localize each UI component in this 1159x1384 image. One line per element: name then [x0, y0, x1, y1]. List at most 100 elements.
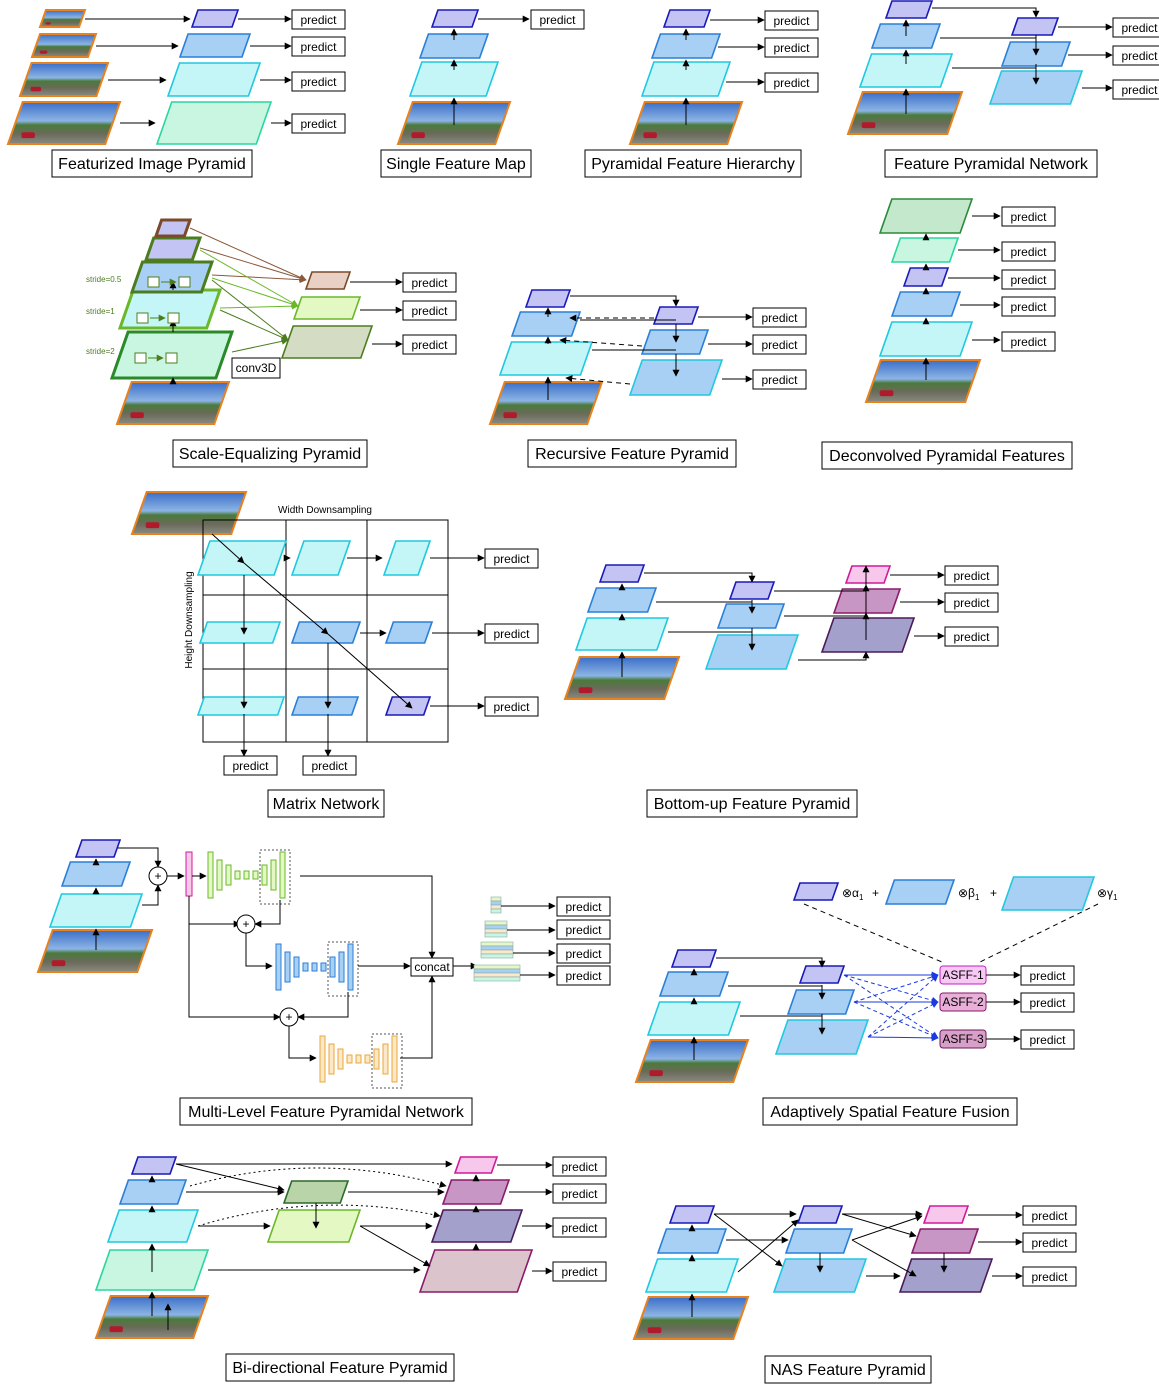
feature-map [190, 9, 240, 28]
feature-map [441, 1179, 511, 1205]
conv3d-box [231, 357, 281, 379]
multi-scale-feature [480, 953, 514, 959]
predict-box [552, 1183, 607, 1204]
feature-map [890, 237, 960, 263]
car-icon [861, 122, 876, 129]
input-image [30, 33, 98, 58]
connection-arrow [118, 847, 162, 868]
predict-box [944, 626, 999, 647]
predict-label: predict [773, 76, 810, 90]
concat-label: concat [414, 960, 450, 974]
predict-label: predict [561, 1160, 598, 1174]
panel-title-box [380, 149, 532, 178]
feature-map [878, 321, 974, 357]
connection-arrow [853, 973, 939, 1003]
feature-map [902, 267, 950, 287]
car-icon [51, 960, 66, 967]
predict-label: predict [561, 1187, 598, 1201]
predict-box [764, 72, 819, 93]
panel-title: Single Feature Map [386, 156, 526, 173]
connection-arrow [189, 1167, 447, 1188]
feature-map [166, 62, 262, 97]
panel-title: Featurized Image Pyramid [58, 156, 246, 173]
predict-label: predict [1010, 245, 1047, 259]
predict-label: predict [411, 338, 448, 352]
tum-layer [311, 962, 318, 972]
panel-title: Scale-Equalizing Pyramid [179, 446, 361, 463]
feature-map [878, 198, 974, 234]
panel-title-box [527, 439, 737, 468]
stride-label: stride=1 [86, 307, 115, 316]
feature-map [796, 1205, 844, 1224]
feature-map [384, 621, 434, 644]
feature-map [143, 236, 203, 262]
grid-icon [147, 276, 160, 288]
panel-title: Bottom-up Feature Pyramid [654, 796, 851, 813]
concat-box [410, 957, 454, 977]
multi-scale-feature [480, 949, 514, 955]
feature-map [884, 879, 956, 905]
feature-map [384, 696, 432, 716]
multi-scale-feature [473, 972, 521, 978]
predict-label: predict [1121, 83, 1158, 97]
feature-map [510, 311, 582, 337]
grid-icon [165, 352, 178, 364]
feature-map [656, 1228, 728, 1254]
feature-map [1010, 17, 1060, 36]
connection-arrow [327, 633, 413, 709]
predict-box [1001, 269, 1056, 290]
predict-box [1001, 241, 1056, 262]
predict-box [552, 1217, 607, 1238]
connection-arrow [219, 309, 289, 341]
feature-map [574, 617, 670, 651]
predict-box [291, 36, 346, 57]
tum-layer [373, 1048, 380, 1070]
multi-scale-feature [480, 941, 514, 947]
feature-map [652, 306, 700, 325]
connection-arrow [199, 247, 307, 282]
tum-layer [338, 951, 345, 983]
connection-arrow [243, 562, 329, 635]
predict-label: predict [539, 13, 576, 27]
fusion-weight: ⊗γ1 [1097, 886, 1118, 902]
predict-box [1001, 331, 1056, 352]
feature-map [658, 971, 730, 997]
feature-map [798, 965, 846, 984]
predict-label: predict [1031, 1270, 1068, 1284]
panel-title: NAS Feature Pyramid [770, 1362, 926, 1379]
predict-label: predict [1010, 210, 1047, 224]
panel-title-box [179, 1097, 473, 1126]
grid-icon [134, 352, 147, 364]
feature-map [662, 9, 712, 28]
predict-label: predict [493, 627, 530, 641]
feature-map [290, 696, 360, 716]
predict-label: predict [561, 1221, 598, 1235]
feature-map [844, 565, 892, 584]
tum-layer [270, 859, 277, 891]
plus-sign: + [990, 886, 997, 900]
connection-arrow [843, 974, 939, 1039]
predict-box [1112, 45, 1159, 66]
tum-layer [234, 870, 241, 880]
connection-arrow [211, 274, 307, 284]
tum-layer [329, 956, 336, 978]
feature-map [524, 289, 572, 308]
connection-arrow [188, 896, 241, 928]
connection-arrow [932, 7, 1040, 18]
fusion-weight: ⊗α1 [842, 886, 864, 902]
predict-box [944, 592, 999, 613]
stride-label: stride=0.5 [86, 275, 122, 284]
feature-map [910, 1228, 980, 1254]
feature-map [858, 53, 954, 88]
predict-label: predict [311, 759, 348, 773]
connection-arrow [843, 974, 939, 1004]
tum-layer [216, 859, 223, 891]
car-icon [39, 50, 48, 54]
predict-label: predict [411, 276, 448, 290]
fused-feature [185, 851, 193, 897]
asff-3-label: ASFF-3 [942, 1032, 984, 1046]
feature-map [644, 1258, 740, 1293]
panel-title: Bi-directional Feature Pyramid [232, 1360, 447, 1377]
predict-label: predict [1121, 49, 1158, 63]
